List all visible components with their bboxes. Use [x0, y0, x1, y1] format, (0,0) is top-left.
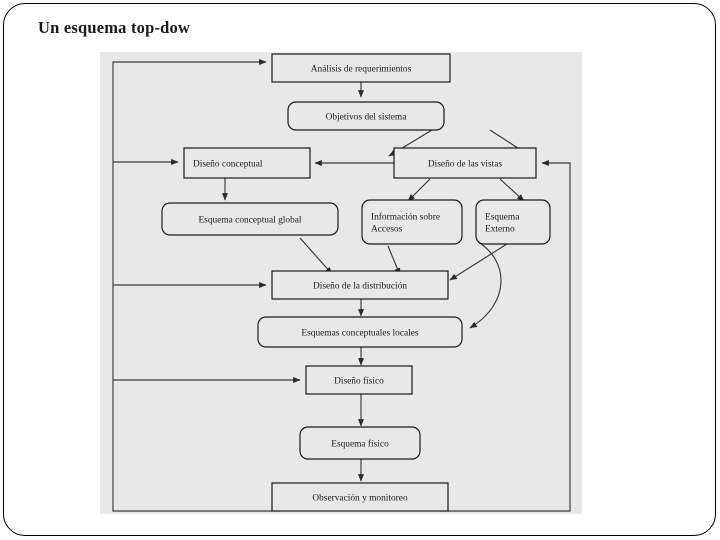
flow-node-label: Diseño de la distribución: [313, 281, 407, 291]
flow-node-label: Accesos: [371, 224, 403, 234]
flow-node-label: Diseño físico: [334, 375, 384, 386]
flow-node-label: Esquema: [485, 212, 520, 222]
flow-node-shape: [161, 202, 339, 236]
flow-node-label: Externo: [485, 224, 515, 234]
flow-node-label: Esquema conceptual global: [198, 215, 301, 225]
flow-node-conceplocales[interactable]: Esquemas conceptuales locales: [257, 316, 463, 348]
flow-node-shape: [475, 199, 551, 245]
flow-node-shape: [257, 316, 463, 348]
edge-vistas-to-externo: [499, 178, 525, 202]
edge-externo-to-distribucion: [449, 241, 511, 281]
flow-node-label: Observación y monitoreo: [312, 493, 408, 503]
flow-node-label: Diseño de las vistas: [428, 159, 503, 169]
flow-node-shape: [299, 426, 421, 460]
flow-node-conceptglobal[interactable]: Esquema conceptual global: [161, 202, 339, 236]
edge-feedback-left-spine: [112, 59, 272, 512]
flow-node-label: Esquema físico: [331, 438, 389, 449]
edge-conceptglobal-to-distribucion: [299, 237, 333, 275]
flow-node-esqfisico[interactable]: Esquema físico: [299, 426, 421, 460]
edge-infoaccesos-to-distribucion: [387, 245, 401, 276]
flow-node-shape: [287, 101, 445, 131]
flow-node-shape: [393, 147, 537, 179]
page-title: Un esquema top-dow: [38, 18, 191, 37]
flow-node-shape: [271, 53, 451, 83]
edge-infoaccesos-to-conceplocales: [469, 241, 502, 329]
flow-node-shape: [305, 365, 413, 395]
flow-node-fisico[interactable]: Diseño físico: [305, 365, 413, 395]
edge-feedback-right-to-vistas: [448, 160, 571, 512]
flow-node-shape: [361, 199, 463, 245]
flow-node-observacion[interactable]: Observación y monitoreo: [271, 482, 449, 512]
flow-node-objetivos[interactable]: Objetivos del sistema: [287, 101, 445, 131]
flow-node-label: Esquemas conceptuales locales: [301, 328, 418, 338]
flow-node-distribucion[interactable]: Diseño de la distribución: [271, 270, 449, 300]
flow-node-shape: [271, 482, 449, 512]
flow-node-label: Análisis de requerimientos: [311, 64, 412, 74]
flow-node-shape: [271, 270, 449, 300]
edge-layer: [112, 59, 571, 512]
flow-node-vistas[interactable]: Diseño de las vistas: [393, 147, 537, 179]
flow-node-analisis[interactable]: Análisis de requerimientos: [271, 53, 451, 83]
flow-node-label: Diseño conceptual: [193, 159, 263, 169]
flow-node-label: Objetivos del sistema: [326, 112, 408, 122]
flow-node-shape: [183, 147, 311, 179]
flow-node-label: Información sobre: [371, 211, 440, 222]
edge-vistas-to-infoaccesos: [407, 178, 431, 202]
flow-node-conceptual[interactable]: Diseño conceptual: [183, 147, 311, 179]
